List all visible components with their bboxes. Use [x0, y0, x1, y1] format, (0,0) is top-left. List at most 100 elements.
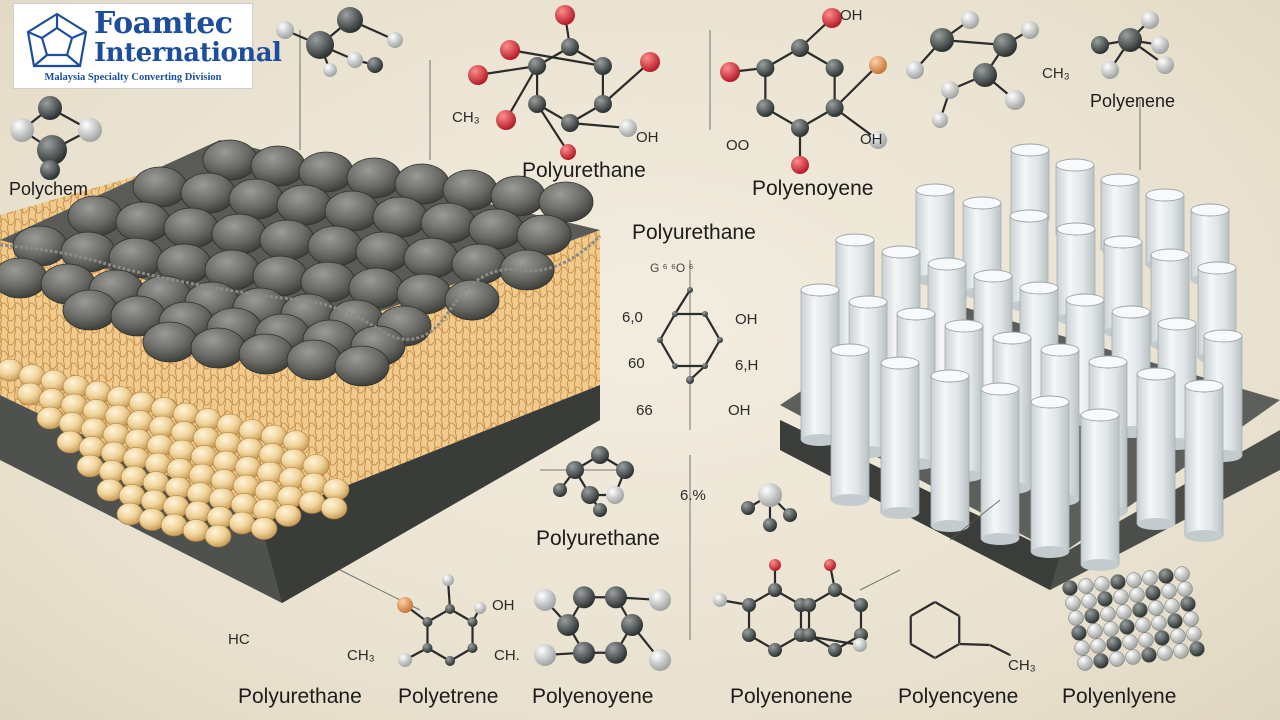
foam-dome-cell	[190, 327, 246, 369]
atom	[534, 589, 556, 611]
atom	[1087, 623, 1103, 639]
foam-dome-cell	[211, 213, 267, 255]
atom	[1141, 11, 1159, 29]
molecule-polyetrene	[397, 574, 486, 667]
label-bottom-5: Polyencyene	[898, 685, 1019, 708]
atom	[445, 604, 455, 614]
molecule-polyenonene	[713, 559, 868, 657]
formula-left-top: 6,0	[622, 309, 643, 326]
atom	[802, 598, 817, 612]
atom	[672, 311, 678, 318]
atom	[276, 21, 294, 39]
atom	[621, 614, 643, 636]
atom	[467, 617, 478, 627]
atom	[1097, 591, 1113, 607]
formula-top: G ⁶ ⁶O ⁶	[650, 261, 694, 275]
atom	[1141, 647, 1157, 663]
atom	[422, 643, 433, 653]
atom	[934, 657, 936, 659]
group-ch3-bottom-right: CH₃	[1008, 657, 1036, 674]
atom	[909, 643, 912, 645]
atom	[555, 5, 575, 25]
label-polyurethane-top: Polyurethane	[522, 159, 646, 182]
group-ch3-bottom-left2: CH₃	[347, 647, 375, 664]
atom	[1173, 643, 1189, 659]
foam-dome-cell	[180, 172, 236, 214]
label-bottom-3: Polyenoyene	[532, 685, 654, 708]
atom	[825, 99, 844, 117]
foam-dome-cell	[259, 219, 315, 261]
atom	[909, 615, 912, 617]
foam-dome-cell	[516, 214, 572, 256]
atom	[828, 583, 842, 597]
atom	[581, 486, 599, 504]
atom	[306, 31, 334, 59]
atom	[1118, 28, 1142, 52]
formula-right-top: OH	[735, 311, 758, 328]
atom	[783, 508, 797, 522]
atom	[573, 586, 595, 609]
atom	[1091, 36, 1109, 54]
atom	[791, 156, 809, 174]
atom	[1110, 574, 1126, 590]
atom	[742, 628, 757, 642]
foam-dome-cell	[451, 243, 507, 285]
atom	[756, 99, 775, 117]
atom	[756, 59, 775, 77]
glass-tube	[1136, 367, 1176, 530]
atom	[1077, 655, 1093, 671]
foam-dome-cell	[372, 196, 428, 238]
atom	[1074, 640, 1090, 656]
molecule-polyurethane-top	[468, 5, 660, 160]
atom	[1142, 570, 1158, 586]
atom	[853, 598, 868, 612]
molecule-polyenlyene-grid	[1062, 566, 1205, 671]
atom	[1009, 654, 1011, 656]
atom	[1116, 604, 1132, 620]
atom	[649, 649, 671, 671]
atom	[1084, 608, 1100, 624]
logo-division: Malaysia Specialty Converting Division	[44, 72, 222, 83]
molecule-top-left	[276, 7, 403, 77]
glass-tube	[1184, 379, 1224, 542]
atom	[1122, 634, 1138, 650]
atom	[442, 574, 454, 586]
group-ch3-bottom-left: HC	[228, 631, 250, 648]
atom	[713, 593, 727, 607]
atom	[1021, 21, 1039, 39]
atom	[958, 643, 961, 645]
atom	[496, 110, 516, 130]
atom	[1186, 626, 1202, 642]
atom	[534, 644, 556, 666]
atom	[941, 81, 959, 99]
atom	[500, 40, 520, 60]
atom	[528, 57, 547, 75]
atom	[1100, 606, 1116, 622]
molecule-mid-cluster	[553, 446, 634, 517]
atom	[1132, 602, 1148, 618]
atom	[828, 643, 842, 657]
atom	[768, 583, 782, 597]
atom	[958, 615, 961, 617]
atom	[1119, 619, 1135, 635]
atom	[1189, 641, 1205, 657]
glass-tube	[1030, 395, 1070, 558]
atom	[593, 503, 607, 517]
atom	[1161, 583, 1177, 599]
atom	[1151, 36, 1169, 54]
group-oo: OO	[726, 137, 750, 154]
foamtec-logo[interactable]: Foamtec International Malaysia Specialty…	[13, 3, 282, 89]
foam-dome-cell	[132, 166, 188, 208]
atom	[993, 33, 1017, 57]
atom	[1138, 632, 1154, 648]
molecule-polyenoyene-bottom	[534, 586, 671, 671]
atom	[474, 602, 486, 614]
foam-bead	[250, 517, 278, 540]
foam-bead	[320, 496, 348, 520]
atom	[869, 131, 887, 149]
atom	[561, 38, 579, 56]
atom	[1113, 589, 1129, 605]
atom	[1101, 61, 1119, 79]
